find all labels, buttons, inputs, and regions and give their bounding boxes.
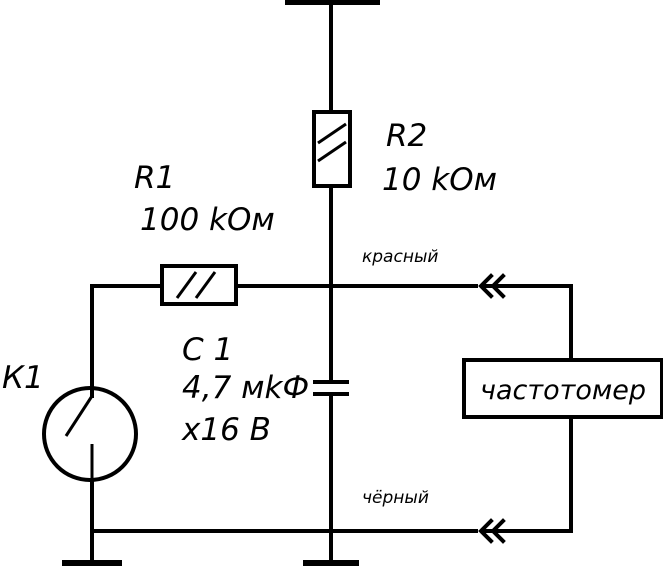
c1-value: 4,7 мkФ xyxy=(182,370,309,406)
frequency-meter-box xyxy=(462,358,663,419)
switch-k1 xyxy=(42,386,138,482)
c1-voltage: х16 В xyxy=(181,412,271,448)
wire-red-label: красный xyxy=(362,247,438,267)
r1-value: 100 kОм xyxy=(140,202,275,238)
r2-name: R2 xyxy=(386,118,427,154)
resistor-r2 xyxy=(312,110,352,188)
c1-name: С 1 xyxy=(182,332,233,368)
wire-black-label: чёрный xyxy=(362,488,429,508)
k1-name: К1 xyxy=(2,360,44,396)
r1-name: R1 xyxy=(134,160,175,196)
r2-value: 10 kОм xyxy=(382,162,497,198)
resistor-r1 xyxy=(160,264,238,306)
frequency-meter-label: частотомер xyxy=(480,375,646,406)
